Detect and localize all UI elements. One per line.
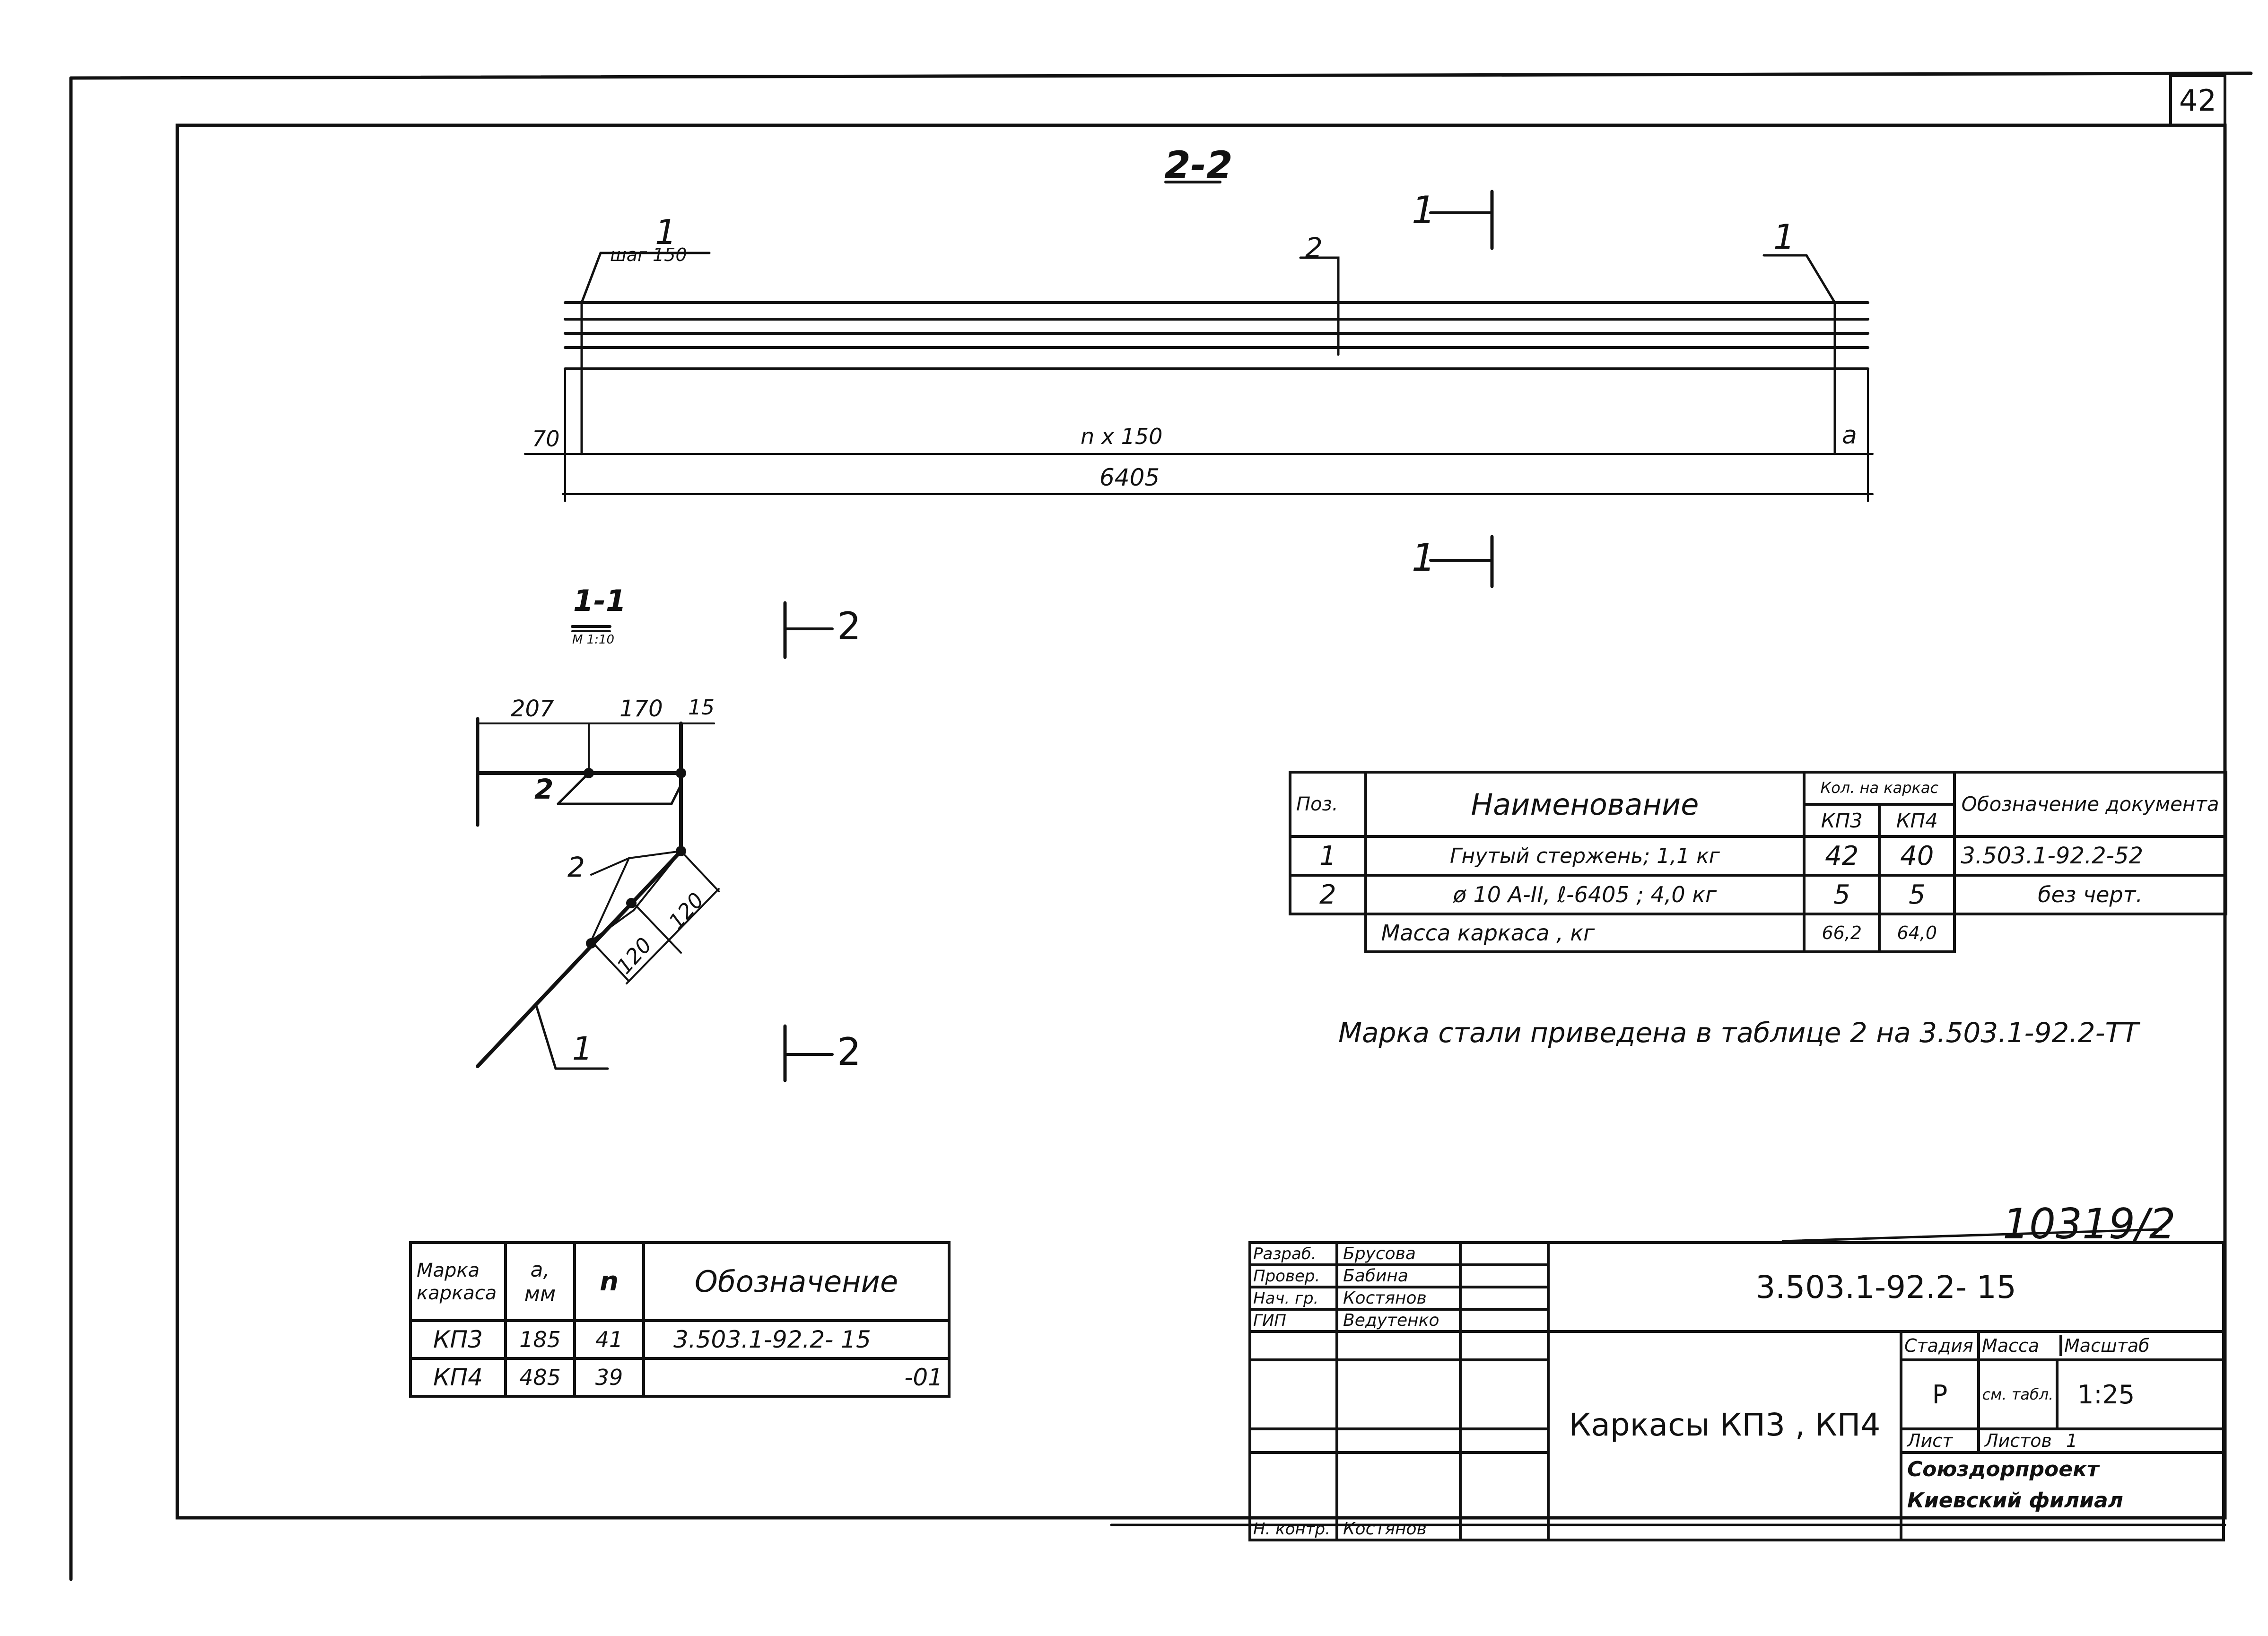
sheet-label: Лист — [1900, 1427, 1980, 1454]
section-2-2-title: 2-2 — [1164, 143, 1233, 187]
stage-label: Стадия — [1900, 1330, 1980, 1361]
cut-marker-bottom-label: 1 — [1412, 536, 1436, 580]
sheets-count: 1 — [2066, 1430, 2078, 1451]
scale-label: Масштаб — [2064, 1335, 2150, 1356]
table-row: КП4 485 39 -01 — [409, 1357, 951, 1398]
stage-value: Р — [1900, 1358, 1980, 1430]
name-cell: Ведутенко — [1335, 1308, 1462, 1333]
spec-row-kp3: 42 — [1803, 835, 1881, 877]
spec-row-doc: 3.503.1-92.2-52 — [1953, 835, 2227, 877]
spec-header-pos: Поз. — [1289, 771, 1367, 838]
spec-header-qty: Кол. на каркас — [1803, 771, 1956, 806]
cut-marker-top-label: 1 — [1412, 188, 1436, 232]
mark-row-a: 485 — [504, 1357, 576, 1398]
dim-middle: n x 150 — [1081, 424, 1163, 449]
mass-label: Масса — [1980, 1335, 2062, 1356]
mass-label: Масса каркаса , кг — [1364, 913, 1806, 953]
scale-value: 1:25 — [2077, 1379, 2135, 1410]
spec-header-kp4: КП4 — [1878, 803, 1956, 838]
pitch-label: шаг 150 — [610, 244, 687, 265]
section-1-1-scale: M 1:10 — [572, 633, 615, 647]
sheets-label: Листов — [1985, 1430, 2052, 1451]
dim-15: 15 — [688, 696, 715, 720]
signature-cell — [1459, 1308, 1550, 1333]
mark-header-doc: Обозначение — [642, 1241, 951, 1322]
spec-header-name: Наименование — [1364, 771, 1806, 838]
mass-kp3: 66,2 — [1803, 913, 1881, 953]
role-cell: Разраб. — [1248, 1241, 1338, 1266]
spec-row-kp4: 5 — [1878, 874, 1956, 915]
title-block: Разраб. Брусова 3.503.1-92.2- 15 Провер.… — [1248, 1241, 2225, 1541]
spec-row-kp4: 40 — [1878, 835, 1956, 877]
name-cell: Бабина — [1335, 1263, 1462, 1288]
pos2-top-label: 2 — [534, 773, 554, 805]
dim-left: 70 — [532, 426, 560, 452]
spec-header-kp3: КП3 — [1803, 803, 1881, 838]
mark-row-mark: КП4 — [409, 1357, 507, 1398]
mark-row-a: 185 — [504, 1319, 576, 1360]
steel-grade-note: Марка стали приведена в таблице 2 на 3.5… — [1338, 1017, 2139, 1049]
cut-marker-2-top-label: 2 — [837, 604, 861, 648]
spec-row-doc: без черт. — [1953, 874, 2227, 915]
role-cell: ГИП — [1248, 1308, 1338, 1333]
section-1-1-title: 1-1 — [573, 583, 627, 618]
signature-cell — [1459, 1516, 1550, 1541]
spec-row-kp3: 5 — [1803, 874, 1881, 915]
dim-170: 170 — [619, 696, 663, 722]
mark-header-a: a, мм — [504, 1241, 576, 1322]
mark-table: Марка каркаса a, мм n Обозначение КП3 18… — [409, 1241, 951, 1398]
role-cell: Н. контр. — [1248, 1516, 1338, 1541]
mark-header-n: n — [573, 1241, 645, 1322]
pos1-label: 1 — [572, 1030, 593, 1068]
mark-row-mark: КП3 — [409, 1319, 507, 1360]
name-cell: Костянов — [1335, 1516, 1462, 1541]
name-cell: Брусова — [1335, 1241, 1462, 1266]
name-cell: Костянов — [1335, 1286, 1462, 1311]
cut-marker-2-bottom-label: 2 — [837, 1030, 861, 1074]
pos1-left-label: 1 — [655, 212, 677, 252]
inventory-number: 10319/2 — [2003, 1200, 2176, 1248]
org-line-2: Киевский филиал — [1907, 1488, 2123, 1513]
mass-value: см. табл. — [1980, 1361, 2059, 1427]
role-cell: Провер. — [1248, 1263, 1338, 1288]
spec-row-pos: 2 — [1289, 874, 1367, 915]
spec-table: Поз. Наименование Кол. на каркас Обознач… — [1289, 771, 2227, 953]
table-row: 1 Гнутый стержень; 1,1 кг 42 40 3.503.1-… — [1289, 835, 2227, 877]
mark-header-mark: Марка каркаса — [409, 1241, 507, 1322]
dim-right: a — [1842, 421, 1857, 450]
signature-cell — [1459, 1263, 1550, 1288]
dim-total: 6405 — [1099, 464, 1160, 491]
sheet-number: 42 — [2179, 83, 2216, 118]
org-line-1: Союздорпроект — [1907, 1457, 2099, 1481]
pos1-right-label: 1 — [1773, 217, 1795, 257]
spec-row-name: ø 10 A-II, ℓ-6405 ; 4,0 кг — [1364, 874, 1806, 915]
drawing-title: Каркасы КП3 , КП4 — [1547, 1330, 1902, 1519]
mark-row-doc: -01 — [642, 1357, 951, 1398]
mass-kp4: 64,0 — [1878, 913, 1956, 953]
role-cell: Нач. гр. — [1248, 1286, 1338, 1311]
document-code: 3.503.1-92.2- 15 — [1547, 1241, 2225, 1333]
spec-row-name: Гнутый стержень; 1,1 кг — [1364, 835, 1806, 877]
mark-row-doc: 3.503.1-92.2- 15 — [642, 1319, 951, 1360]
pos2-label: 2 — [1305, 232, 1323, 264]
table-row: 2 ø 10 A-II, ℓ-6405 ; 4,0 кг 5 5 без чер… — [1289, 874, 2227, 915]
spec-row-pos: 1 — [1289, 835, 1367, 877]
signature-cell — [1459, 1286, 1550, 1311]
spec-header-doc: Обозначение документа — [1953, 771, 2227, 838]
mark-row-n: 39 — [573, 1357, 645, 1398]
signature-cell — [1459, 1241, 1550, 1266]
dim-207: 207 — [511, 696, 554, 722]
mass-row: Масса каркаса , кг 66,2 64,0 — [1290, 913, 2226, 953]
mark-row-n: 41 — [573, 1319, 645, 1360]
table-row: КП3 185 41 3.503.1-92.2- 15 — [409, 1319, 951, 1360]
pos2-mid-label: 2 — [567, 851, 585, 883]
